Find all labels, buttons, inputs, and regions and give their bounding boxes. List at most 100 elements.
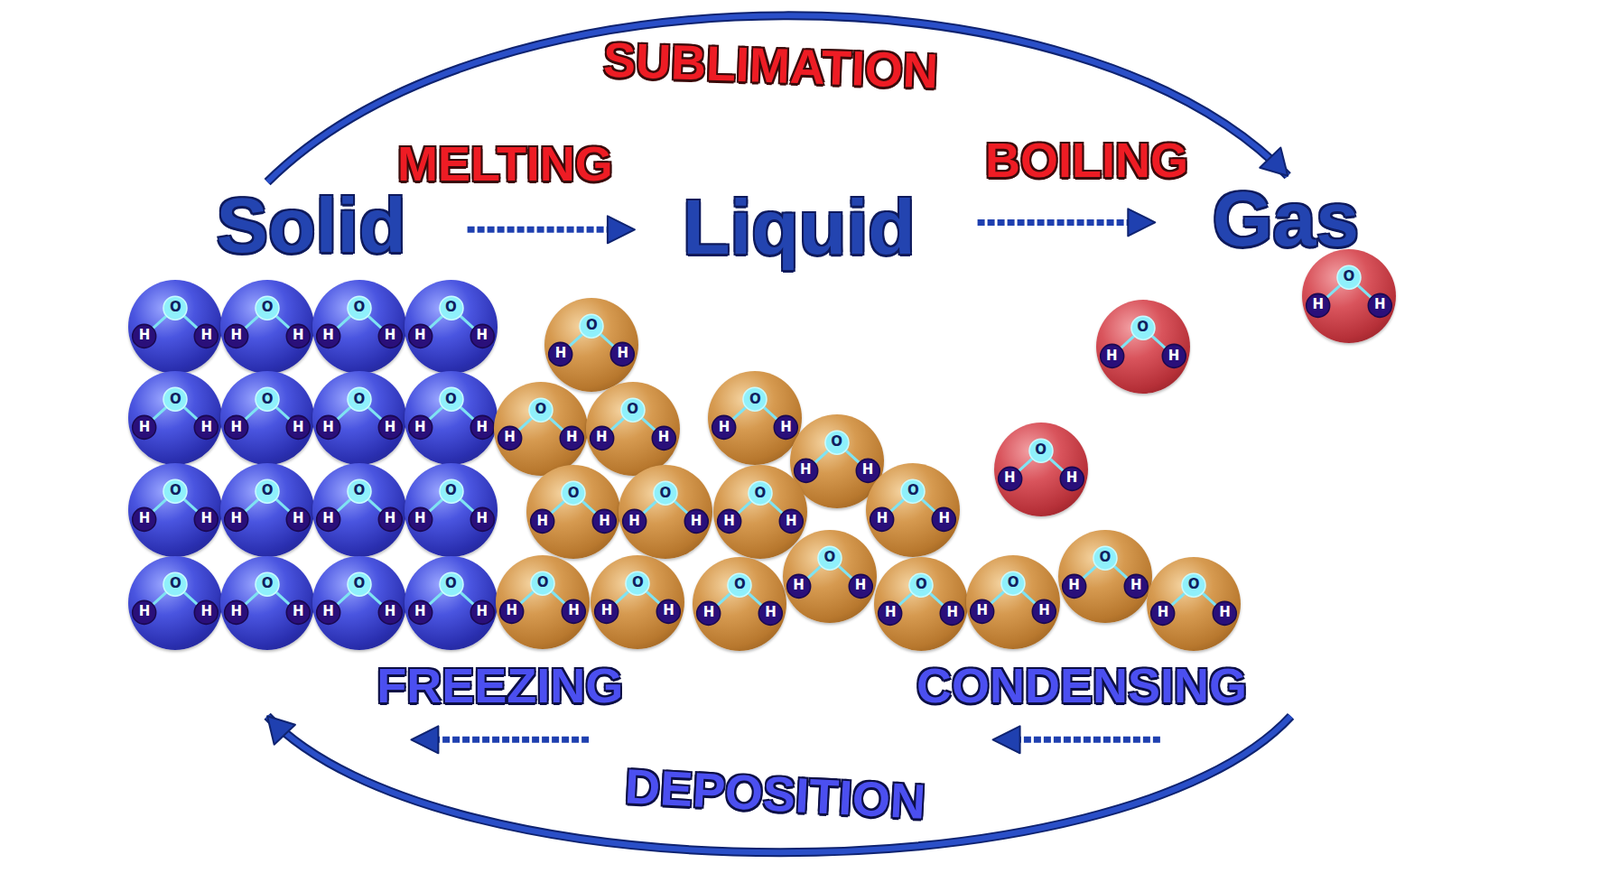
molecule-bonds <box>1096 299 1191 394</box>
oxygen-atom <box>163 572 187 596</box>
molecule-bonds <box>618 465 713 559</box>
hydrogen-atom <box>786 574 810 598</box>
hydrogen-symbol: H <box>381 420 400 435</box>
hydrogen-atom <box>997 466 1022 491</box>
molecule-bonds <box>128 463 223 558</box>
hydrogen-symbol: H <box>565 604 584 618</box>
molecule-bonds <box>782 530 877 624</box>
hydrogen-symbol: H <box>381 328 400 343</box>
oxygen-symbol: O <box>166 483 185 498</box>
hydrogen-atom <box>592 510 616 534</box>
oxygen-symbol: O <box>442 300 461 315</box>
oxygen-symbol: O <box>903 483 922 498</box>
molecule-bonds <box>1058 530 1153 624</box>
molecule-bonds <box>404 371 499 466</box>
hydrogen-symbol: H <box>943 605 962 620</box>
oxygen-symbol: O <box>1184 577 1203 592</box>
molecule-bonds <box>128 279 223 374</box>
hydrogen-symbol: H <box>197 420 216 435</box>
process-label: MELTING <box>397 139 614 188</box>
state-label-node: Solid <box>209 182 414 268</box>
hydrogen-symbol: H <box>777 420 796 435</box>
hydrogen-atom <box>595 599 619 624</box>
hydrogen-atom <box>1151 601 1175 625</box>
oxygen-atom <box>163 388 187 412</box>
hydrogen-atom <box>1062 574 1087 598</box>
state-name: Solid <box>216 186 407 264</box>
oxygen-symbol: O <box>564 486 583 501</box>
hydrogen-symbol: H <box>288 420 307 435</box>
hydrogen-symbol: H <box>973 604 992 618</box>
hydrogen-atom <box>500 599 524 624</box>
oxygen-atom <box>255 296 280 320</box>
hydrogen-symbol: H <box>135 604 154 619</box>
hydrogen-symbol: H <box>197 511 216 526</box>
solid-molecule: OHH <box>220 556 315 651</box>
oxygen-symbol: O <box>628 576 647 590</box>
hydrogen-symbol: H <box>227 511 246 526</box>
hydrogen-symbol: H <box>318 328 337 343</box>
hydrogen-atom <box>589 426 614 450</box>
state-label-node: Liquid <box>675 184 923 270</box>
liquid-molecule: OHH <box>692 557 787 652</box>
liquid-molecule: OHH <box>618 465 713 559</box>
solid-molecule: OHH <box>312 279 407 374</box>
oxygen-symbol: O <box>166 300 185 315</box>
hydrogen-atom <box>657 599 681 624</box>
hydrogen-atom <box>932 507 957 531</box>
hydrogen-symbol: H <box>851 578 870 593</box>
hydrogen-atom <box>408 600 432 624</box>
molecule-bonds <box>1302 249 1396 344</box>
hydrogen-symbol: H <box>410 328 429 343</box>
hydrogen-atom <box>132 507 157 531</box>
hydrogen-symbol: H <box>473 604 492 619</box>
oxygen-atom <box>621 398 645 422</box>
hydrogen-symbol: H <box>197 604 216 619</box>
hydrogen-symbol: H <box>473 420 492 435</box>
molecule-bonds <box>404 279 499 374</box>
arrow-head <box>1259 148 1288 177</box>
hydrogen-atom <box>1099 344 1124 369</box>
molecule-bonds <box>128 556 223 651</box>
molecule-bonds <box>544 297 639 392</box>
hydrogen-symbol: H <box>318 604 337 619</box>
oxygen-symbol: O <box>350 576 369 591</box>
hydrogen-atom <box>470 416 494 440</box>
hydrogen-symbol: H <box>135 420 154 435</box>
hydrogen-atom <box>878 601 903 625</box>
liquid-molecule: OHH <box>495 555 590 650</box>
oxygen-symbol: O <box>258 576 277 591</box>
oxygen-atom <box>163 479 187 503</box>
hydrogen-symbol: H <box>1309 297 1328 312</box>
hydrogen-atom <box>195 507 219 531</box>
hydrogen-symbol: H <box>227 420 246 435</box>
hydrogen-symbol: H <box>1000 471 1019 485</box>
hydrogen-atom <box>378 507 402 531</box>
hydrogen-atom <box>697 601 721 625</box>
molecule-bonds <box>692 557 787 652</box>
hydrogen-atom <box>562 599 587 624</box>
hydrogen-symbol: H <box>501 430 520 445</box>
hydrogen-symbol: H <box>1062 471 1081 485</box>
oxygen-symbol: O <box>745 392 764 407</box>
hydrogen-atom <box>195 600 219 624</box>
hydrogen-atom <box>559 426 584 450</box>
oxygen-symbol: O <box>582 318 601 333</box>
oxygen-atom <box>1029 438 1053 463</box>
hydrogen-symbol: H <box>1164 349 1183 363</box>
oxygen-symbol: O <box>258 483 277 498</box>
hydrogen-symbol: H <box>473 328 492 343</box>
hydrogen-symbol: H <box>625 514 644 529</box>
hydrogen-atom <box>470 507 494 531</box>
solid-molecule: OHH <box>312 463 407 558</box>
hydrogen-atom <box>316 507 340 531</box>
molecule-bonds <box>713 465 808 559</box>
oxygen-atom <box>909 573 933 597</box>
hydrogen-symbol: H <box>858 463 877 477</box>
hydrogen-atom <box>286 600 310 624</box>
solid-molecule: OHH <box>312 371 407 466</box>
hydrogen-atom <box>611 342 635 366</box>
solid-molecule: OHH <box>312 556 407 651</box>
liquid-molecule: OHH <box>544 297 639 392</box>
